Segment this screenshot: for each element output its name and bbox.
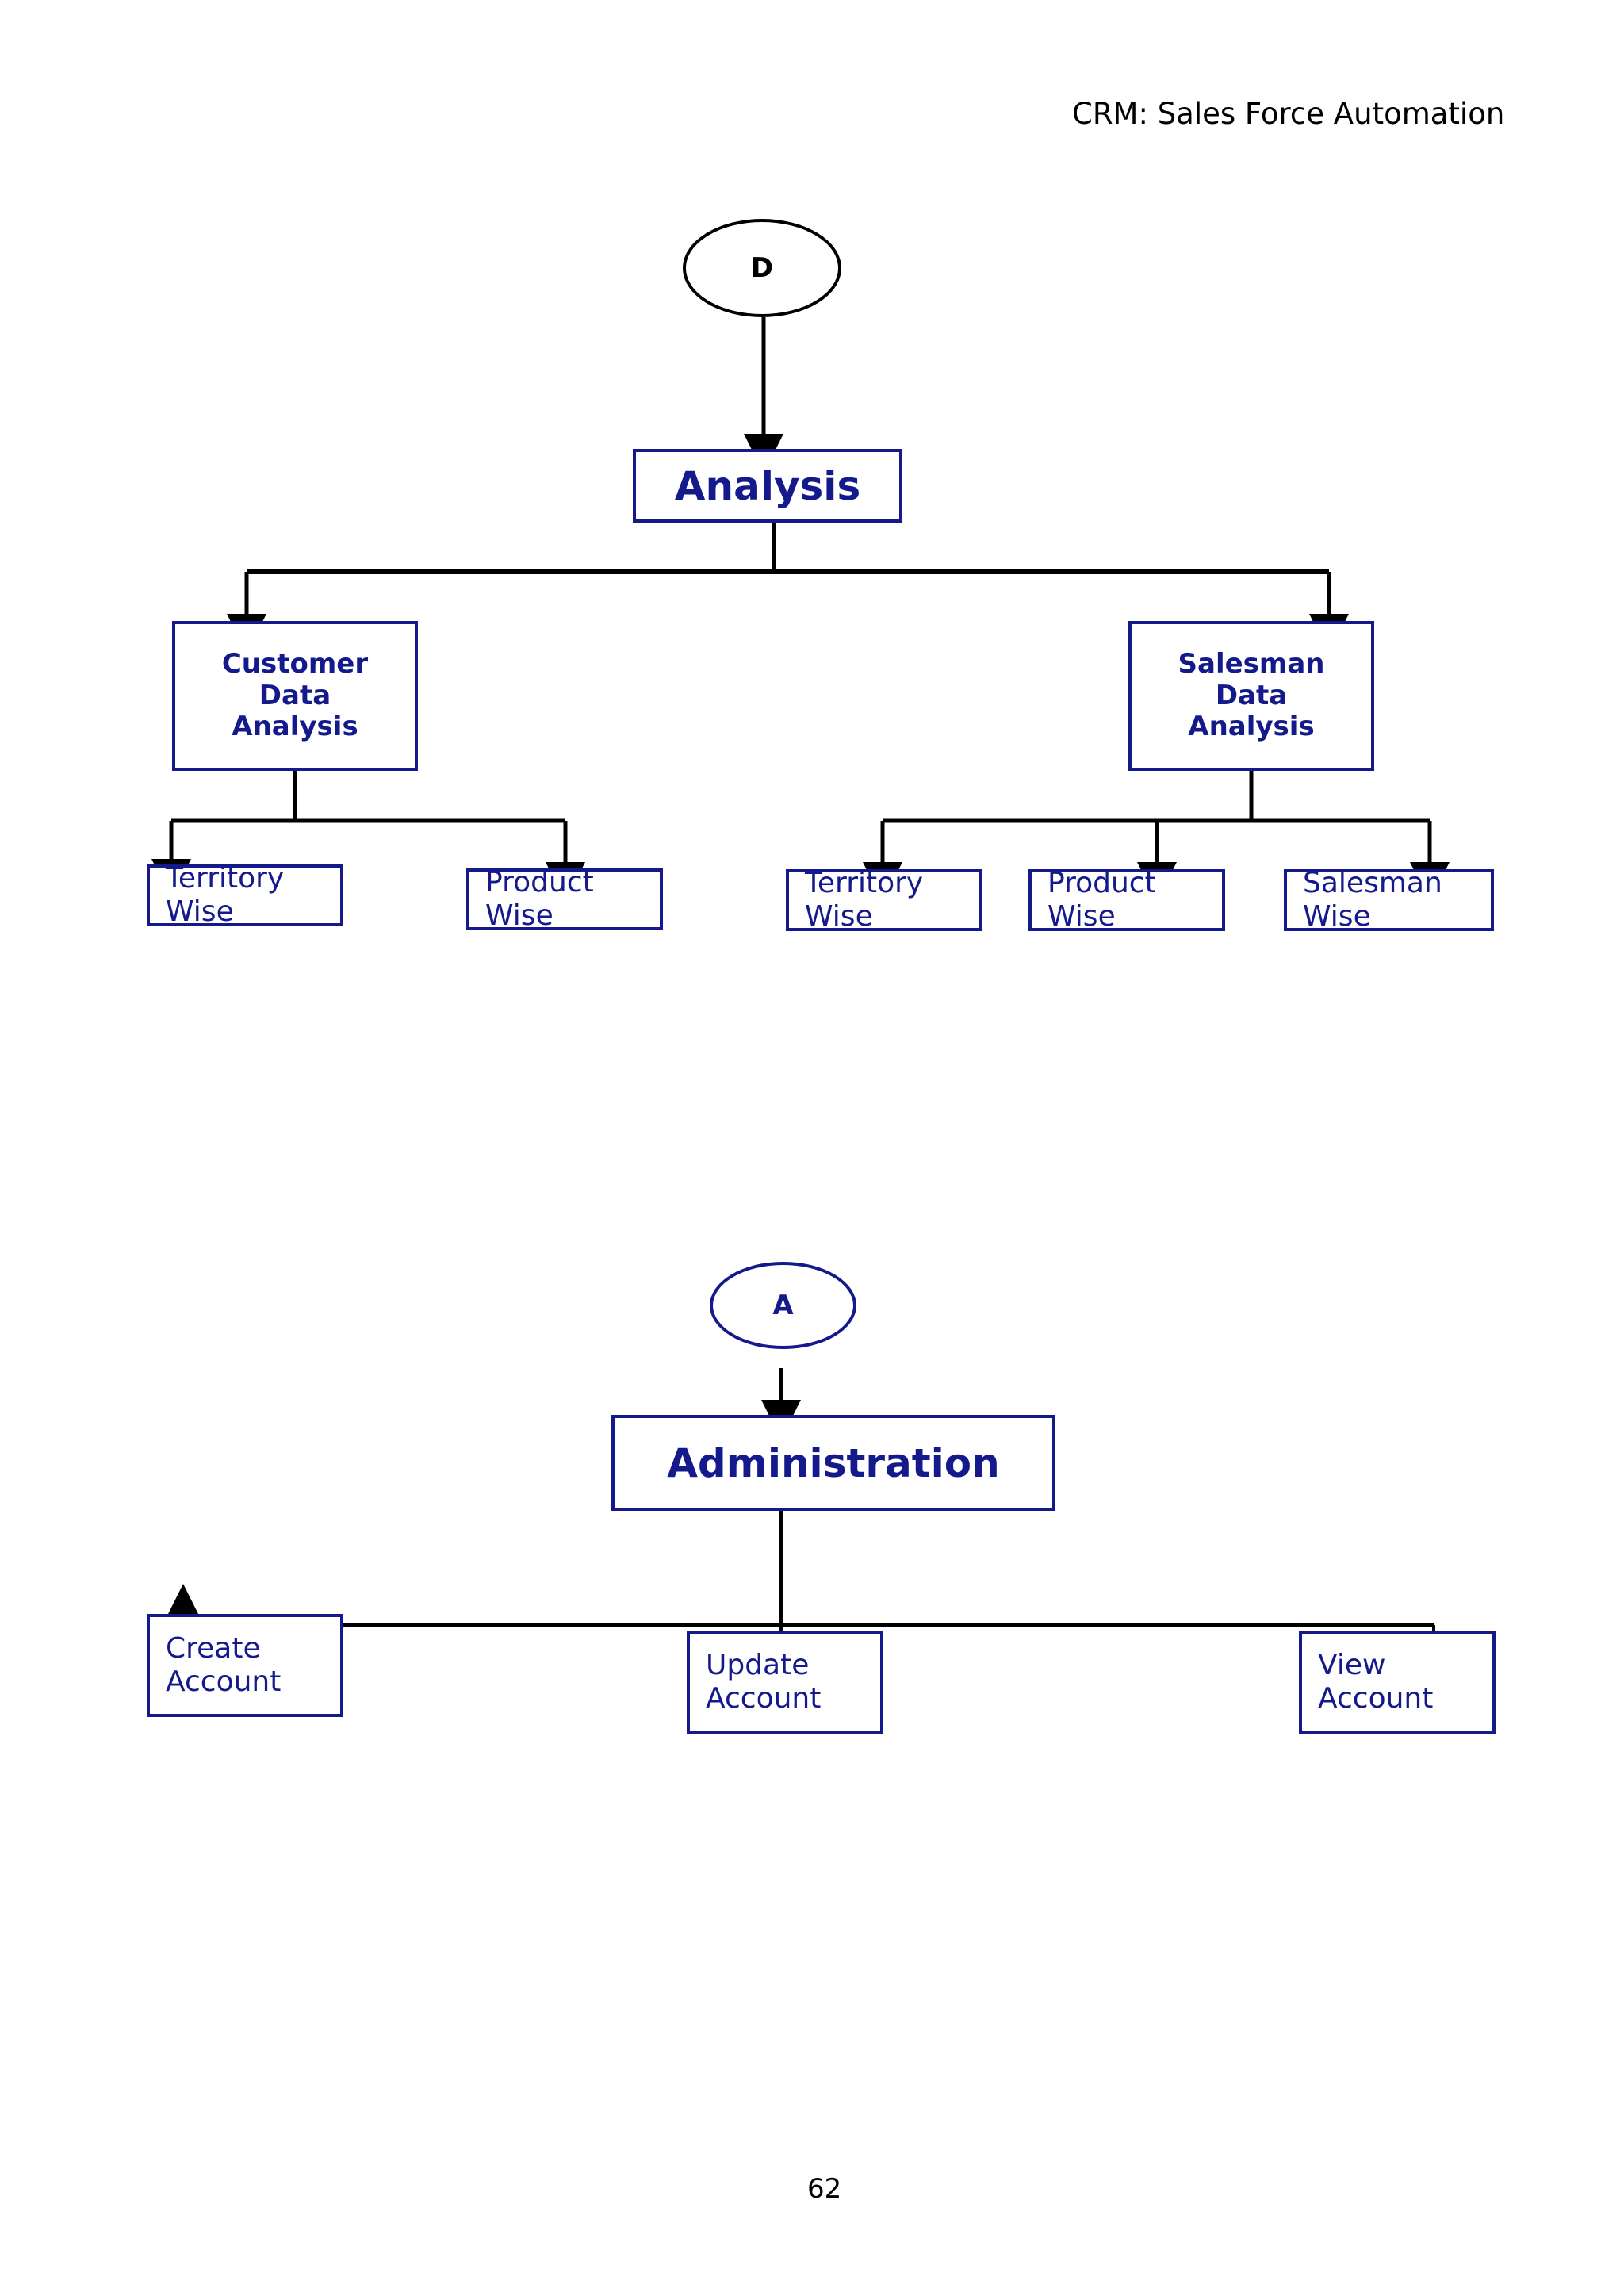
node-customer-data-analysis: Customer Data Analysis	[172, 621, 418, 771]
node-salesman-territory-wise-label: Territory Wise	[805, 869, 924, 931]
node-customer-product-wise-label: Product Wise	[485, 868, 594, 930]
edge-salesman-bus	[863, 771, 1450, 902]
edge-administration-bus	[167, 1511, 1450, 1674]
node-customer-data-analysis-label: Customer Data Analysis	[221, 648, 369, 743]
edge-customer-bus	[151, 771, 585, 902]
connector-node-d: D	[683, 219, 841, 317]
node-update-account: Update Account	[687, 1631, 883, 1734]
node-salesman-salesman-wise: Salesman Wise	[1284, 869, 1494, 931]
node-analysis-label: Analysis	[674, 462, 861, 509]
node-customer-product-wise: Product Wise	[466, 868, 663, 930]
page-header-title: CRM: Sales Force Automation	[1072, 97, 1505, 131]
node-salesman-territory-wise: Territory Wise	[786, 869, 982, 931]
connector-node-d-label: D	[750, 252, 774, 284]
node-administration: Administration	[611, 1415, 1055, 1511]
node-salesman-product-wise: Product Wise	[1028, 869, 1225, 931]
node-customer-territory-wise: Territory Wise	[147, 864, 343, 926]
node-salesman-salesman-wise-label: Salesman Wise	[1303, 869, 1442, 931]
node-administration-label: Administration	[667, 1439, 1000, 1486]
node-salesman-data-analysis-label: Salesman Data Analysis	[1178, 648, 1325, 743]
node-update-account-label: Update Account	[706, 1649, 822, 1715]
connector-node-a: A	[710, 1262, 856, 1349]
edge-analysis-bus	[227, 523, 1349, 654]
node-create-account-label: Create Account	[166, 1632, 282, 1698]
node-view-account-label: View Account	[1318, 1649, 1434, 1715]
node-view-account: View Account	[1299, 1631, 1496, 1734]
node-salesman-data-analysis: Salesman Data Analysis	[1128, 621, 1374, 771]
node-analysis: Analysis	[633, 449, 902, 523]
page-number: 62	[807, 2173, 842, 2205]
node-customer-territory-wise-label: Territory Wise	[166, 864, 285, 926]
node-salesman-product-wise-label: Product Wise	[1048, 869, 1156, 931]
node-create-account: Create Account	[147, 1614, 343, 1717]
connector-node-a-label: A	[772, 1290, 794, 1321]
